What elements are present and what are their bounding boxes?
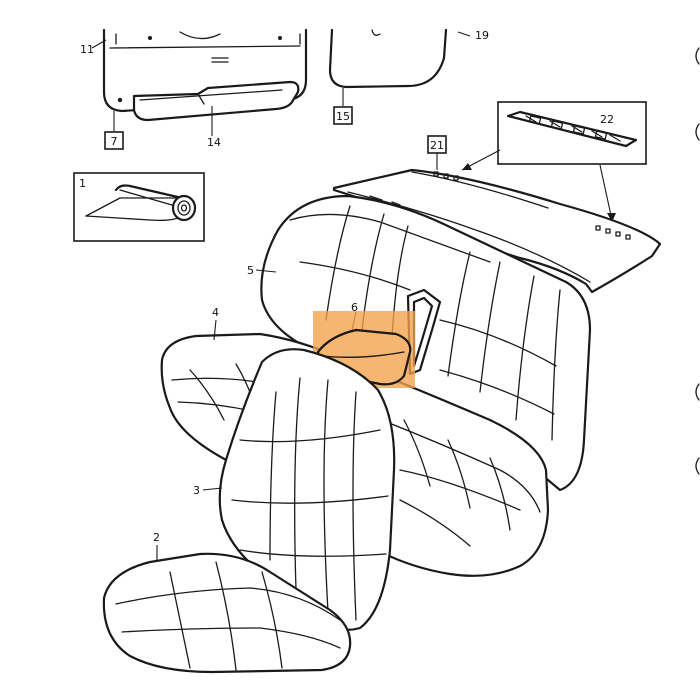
front-backrest-part-3 (218, 348, 396, 631)
page-edge-marks (695, 47, 700, 475)
label-1: 1 (79, 177, 86, 190)
label-14: 14 (207, 136, 221, 149)
arrowhead-22-left (462, 163, 472, 170)
leader-11 (91, 39, 107, 49)
front-cushion-part-2 (102, 552, 352, 674)
label-11: 11 (80, 43, 94, 56)
label-7: 7 (111, 135, 118, 148)
leader-19 (457, 31, 471, 37)
label-15: 15 (336, 110, 350, 123)
label-3: 3 (193, 484, 200, 497)
label-21: 21 (430, 139, 444, 152)
label-7-box (104, 131, 124, 150)
label-5: 5 (247, 264, 254, 277)
door-panel-part-7 (102, 28, 308, 122)
label-22: 22 (600, 113, 614, 126)
clip-strip-part-22 (497, 101, 647, 165)
rear-door-panel-part-15 (328, 28, 448, 89)
arrowhead-22-right (607, 213, 616, 222)
leader-4 (213, 319, 217, 341)
material-roll-part-1 (73, 172, 205, 242)
label-19: 19 (475, 29, 489, 42)
label-2: 2 (153, 531, 160, 544)
leader-3 (202, 487, 223, 491)
label-4: 4 (212, 306, 219, 319)
leader-5 (255, 269, 277, 273)
label-15-box (333, 106, 353, 125)
label-6: 6 (351, 301, 358, 314)
arrow-22-right (599, 164, 613, 221)
